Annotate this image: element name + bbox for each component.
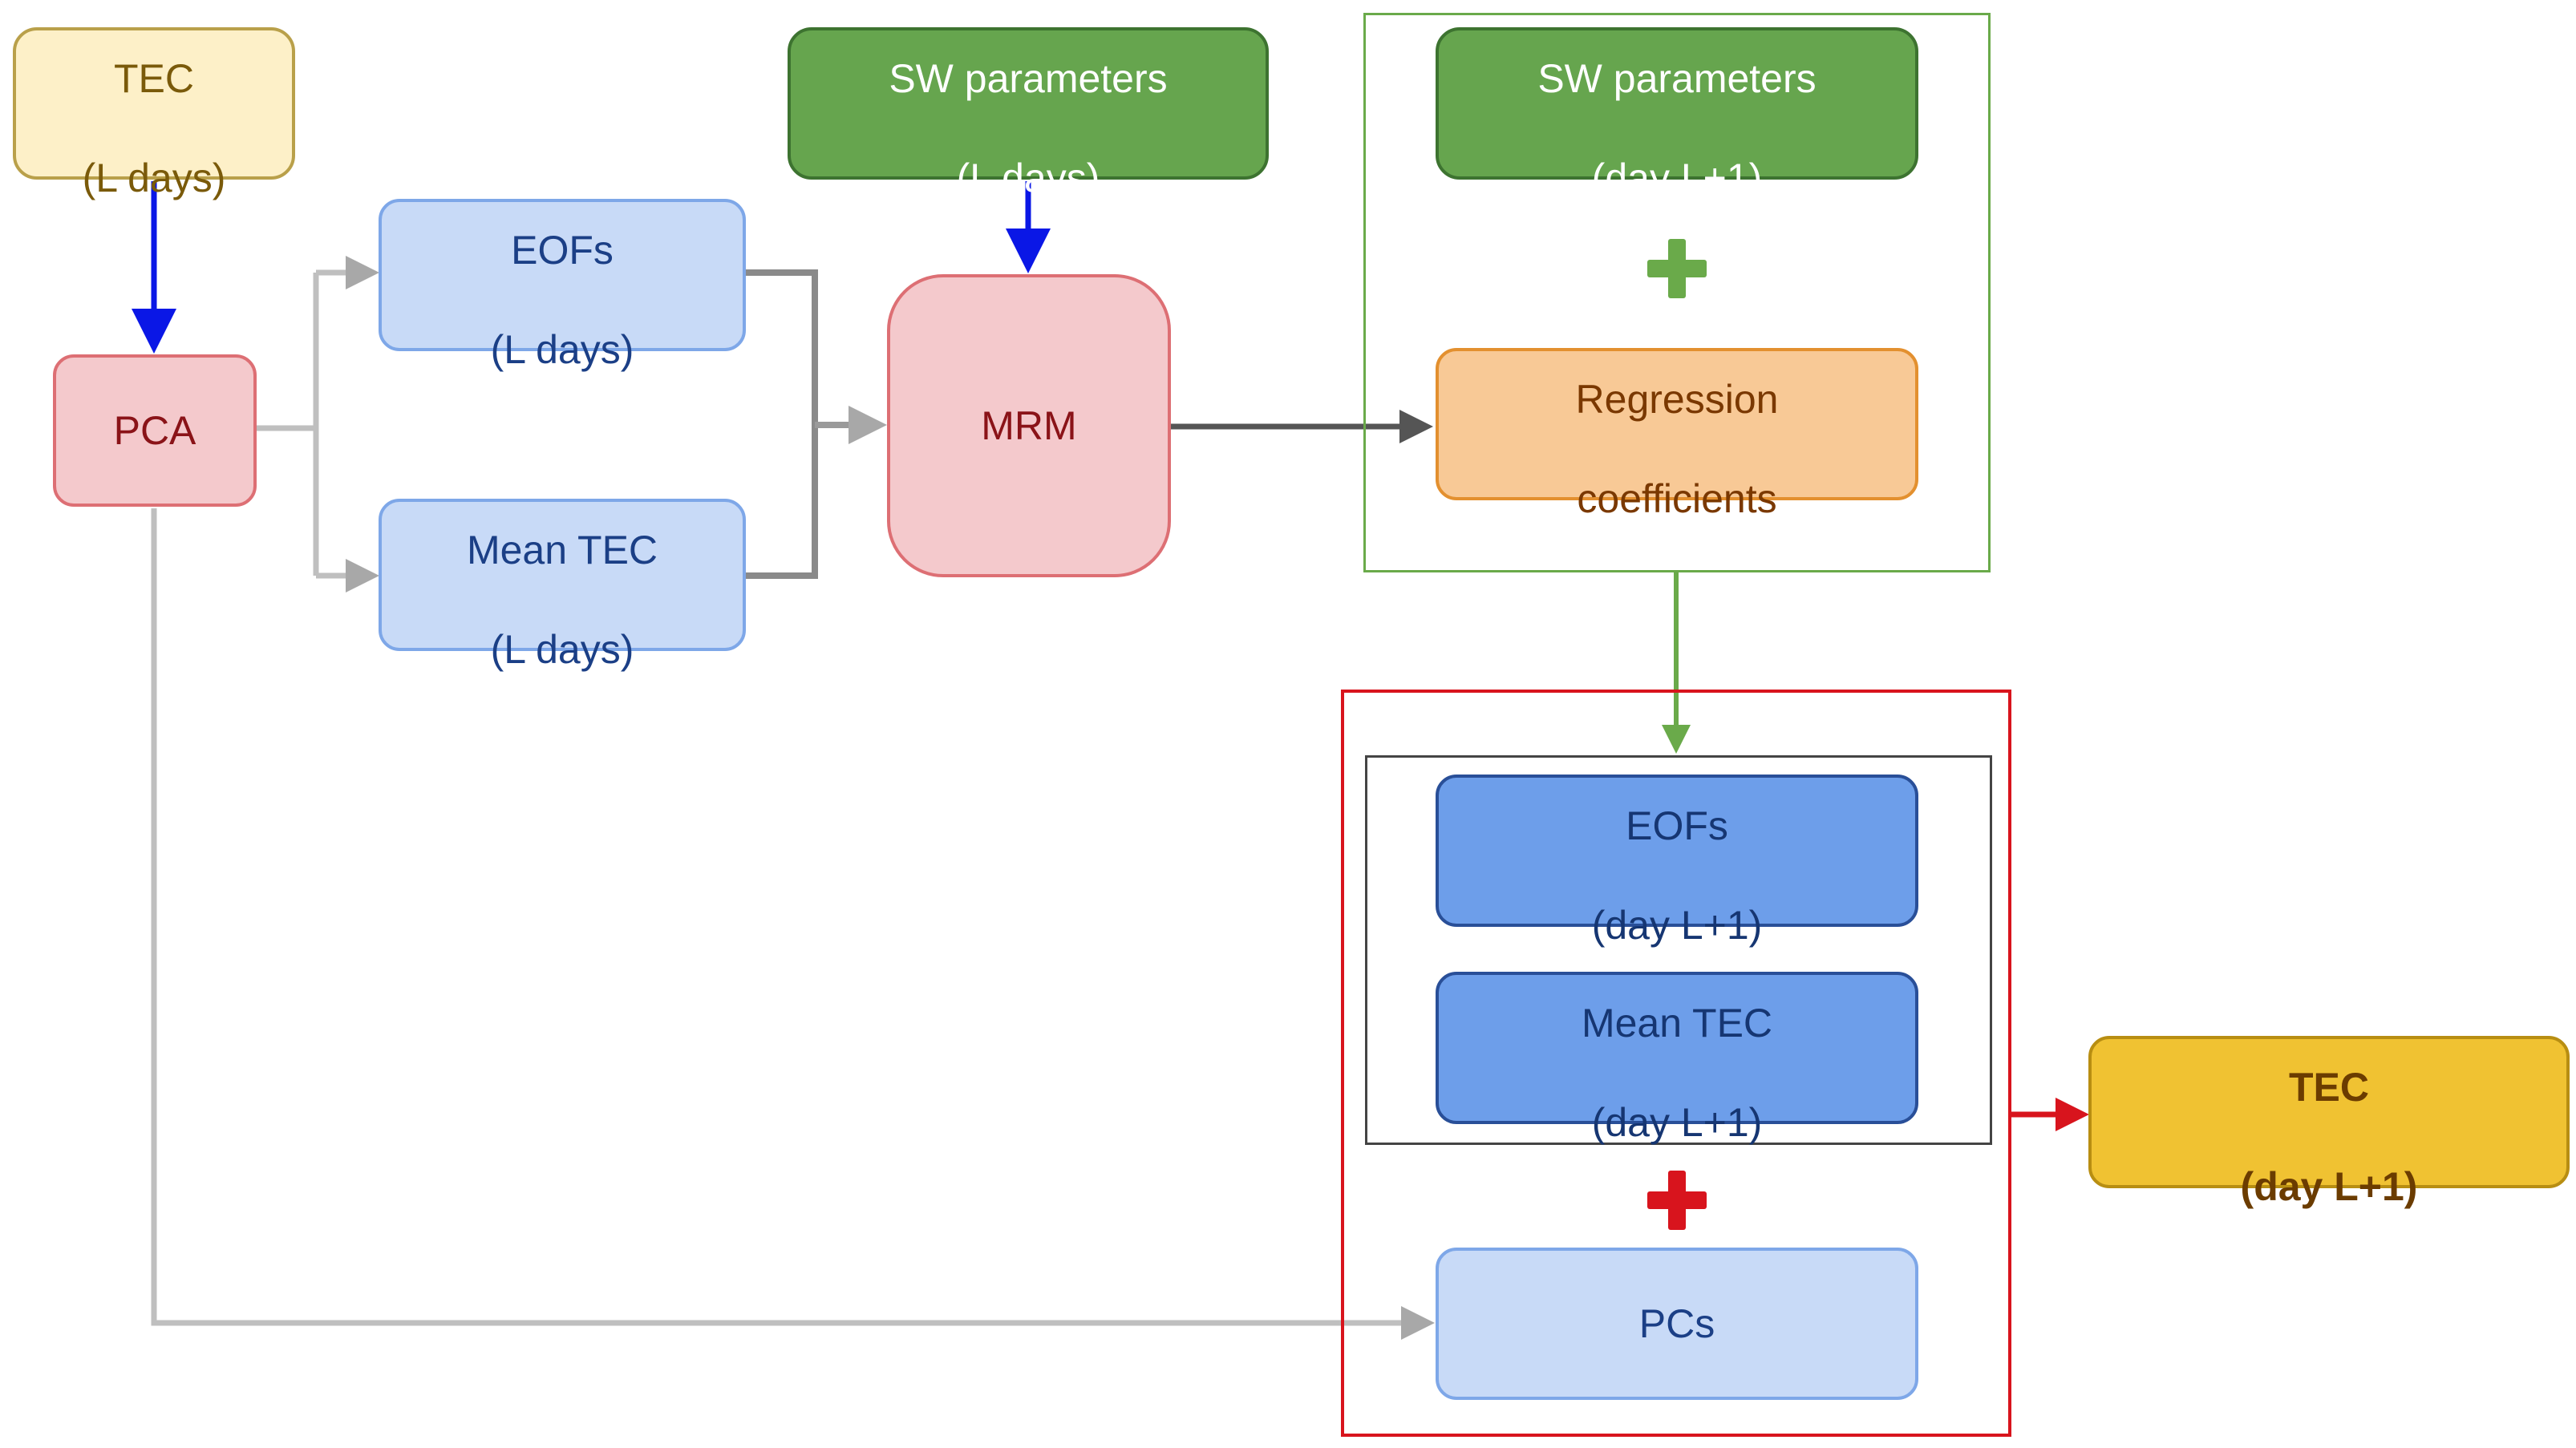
eofs-l-days-line2: (L days) (490, 327, 634, 372)
mean-tec-l-days-line2: (L days) (490, 627, 634, 672)
plus-icon (1647, 1171, 1707, 1230)
eofs-day-l1-line1: EOFs (1626, 803, 1728, 848)
eofs-day-l1-box: EOFs (day L+1) (1436, 775, 1918, 948)
sw-l-days-line1: SW parameters (889, 56, 1168, 101)
eofs-l-days-line1: EOFs (511, 228, 614, 273)
pcs-label: PCs (1638, 1301, 1715, 1346)
pca-label: PCA (113, 408, 196, 453)
red-group-frame (1341, 690, 2011, 1437)
tec-l-days-line1: TEC (113, 56, 194, 101)
black-group-frame (1365, 755, 1992, 1145)
arrow-pca-to-pcs (151, 508, 1435, 1340)
tec-l-days-line2: (L days) (82, 156, 226, 200)
mrm-box: MRM (887, 274, 1171, 577)
regression-line2: coefficients (1577, 476, 1777, 521)
pca-box: PCA (53, 354, 257, 507)
plus-icon (1647, 239, 1707, 298)
mrm-label: MRM (981, 403, 1077, 448)
tec-day-l1-output-box: TEC (day L+1) (2088, 1036, 2570, 1209)
connector-eofs-merge (746, 269, 818, 579)
eofs-l-days-box: EOFs (L days) (379, 199, 746, 372)
eofs-day-l1-line2: (day L+1) (1591, 903, 1763, 948)
tec-day-l1-line1: TEC (2289, 1065, 2369, 1110)
tec-l-days-box: TEC (L days) (13, 27, 295, 200)
mean-tec-day-l1-line2: (day L+1) (1591, 1100, 1763, 1145)
sw-day-l1-line1: SW parameters (1537, 56, 1817, 101)
green-group-frame (1363, 13, 1991, 572)
sw-parameters-l-days-box: SW parameters (L days) (788, 27, 1269, 200)
pcs-box: PCs (1436, 1248, 1918, 1400)
regression-coefficients-box: Regression coefficients (1436, 348, 1918, 521)
sw-day-l1-line2: (day L+1) (1591, 156, 1763, 200)
sw-l-days-line2: (L days) (956, 156, 1100, 200)
mean-tec-day-l1-line1: Mean TEC (1581, 1001, 1773, 1046)
sw-parameters-day-l1-box: SW parameters (day L+1) (1436, 27, 1918, 200)
mean-tec-l-days-line1: Mean TEC (466, 528, 658, 572)
tec-day-l1-line2: (day L+1) (2240, 1164, 2418, 1209)
regression-line1: Regression (1575, 377, 1779, 422)
mean-tec-day-l1-box: Mean TEC (day L+1) (1436, 972, 1918, 1145)
mean-tec-l-days-box: Mean TEC (L days) (379, 499, 746, 672)
